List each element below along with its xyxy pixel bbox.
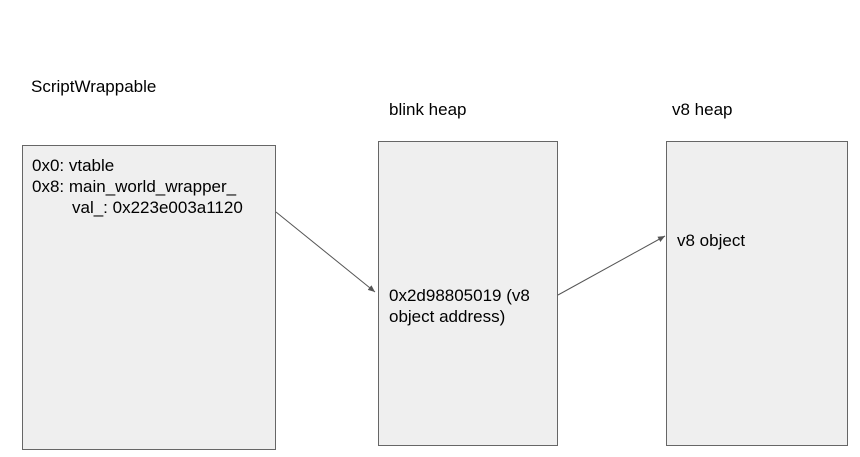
v8-object-address-suffix: object address) — [389, 307, 506, 326]
v8-heap-title: v8 heap — [672, 100, 733, 119]
pointer-arrow-to-blink-heap — [275, 211, 376, 293]
script-wrappable-fields: 0x0: vtable 0x8: main_world_wrapper_ val… — [32, 155, 243, 218]
v8-object-address: 0x2d98805019 (v8 — [389, 286, 530, 305]
script-wrappable-title: ScriptWrappable — [31, 77, 157, 96]
main-world-wrapper-field: 0x8: main_world_wrapper_ — [32, 177, 237, 196]
pointer-arrow-to-v8-heap — [557, 235, 666, 296]
vtable-field: 0x0: vtable — [32, 156, 115, 175]
main-world-wrapper-value: val_: 0x223e003a1120 — [72, 198, 243, 217]
script-wrappable-box: 0x0: vtable 0x8: main_world_wrapper_ val… — [22, 145, 276, 450]
blink-heap-box: 0x2d98805019 (v8 object address) — [378, 141, 558, 446]
blink-heap-title: blink heap — [389, 100, 467, 119]
v8-heap-box: v8 object — [666, 141, 848, 446]
blink-heap-content: 0x2d98805019 (v8 object address) — [389, 285, 530, 327]
v8-heap-content: v8 object — [677, 230, 745, 251]
v8-object-label: v8 object — [677, 231, 746, 250]
